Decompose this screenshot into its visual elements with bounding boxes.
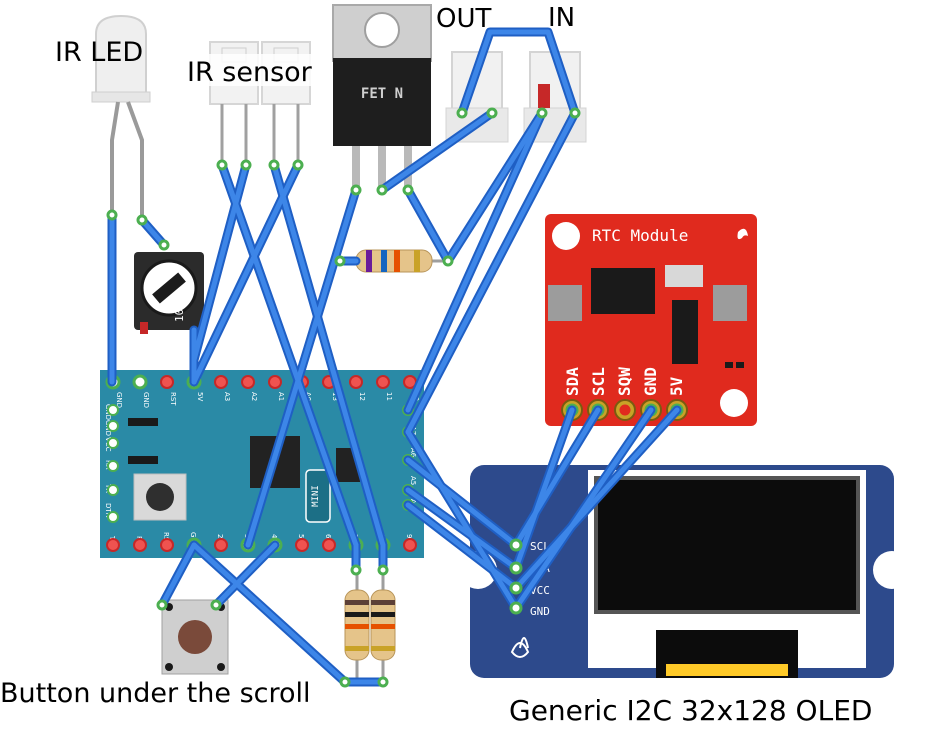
potentiometer: 104 [134,252,204,334]
arduino-bottom-pin-8: 6 [324,534,332,539]
ir-led [91,14,151,220]
arduino-top-pin-4: A3 [223,392,231,401]
arduino-top-pin-1: GND [142,392,150,408]
arduino-right-pin-2: A5 [409,476,417,485]
arduino-mini-label: MINI [311,485,321,507]
wires [106,27,682,688]
resistor-fet [340,249,450,273]
arduino-top-pin-2: RST [169,392,177,406]
arduino-top-pin-9: 12 [358,392,366,401]
button-label: Button under the scroll [0,678,311,709]
arduino-top-pin-3: 5V [196,392,204,401]
out-label: OUT [436,4,491,34]
rtc-pin-5v: 5V [667,376,686,396]
oled-label: Generic I2C 32x128 OLED [509,694,872,727]
push-button [161,599,229,675]
rtc-module: RTC Module [545,214,757,426]
fet-transistor: FET N [332,4,432,186]
arduino-right-pin-1: A6 [409,448,417,458]
arduino-top-pin-0: GND [115,392,123,408]
arduino-bottom-pin-4: 2 [216,534,224,538]
ir-led-label: IR LED [55,37,143,68]
arduino-bottom-pin-6: 4 [270,534,278,539]
arduino-left-pin-5: DTR [104,503,112,518]
in-label: IN [548,3,575,33]
rtc-pin-sqw: SQW [615,367,634,396]
fet-marking: FET N [361,86,403,102]
rtc-pin-sda: SDA [563,367,582,396]
pot-code: 104 [173,302,186,322]
arduino-top-pin-8: 13 [331,392,339,401]
arduino-mini: MINI [100,370,424,558]
arduino-top-pin-5: A2 [250,392,258,401]
rtc-pin-scl: SCL [589,367,608,396]
arduino-bottom-pin-7: 5 [297,534,305,538]
resistors-vertical [344,565,396,680]
oled-pin-gnd: GND [530,605,550,618]
arduino-top-pin-10: 11 [385,392,393,401]
arduino-top-pin-6: A1 [277,392,285,401]
arduino-bottom-pin-11: 9 [405,534,413,538]
rtc-pin-gnd: GND [641,367,660,396]
rtc-pin-labels: SDA SCL SQW GND 5V [563,367,686,396]
rtc-title: RTC Module [592,226,688,245]
ir-sensor-label: IR sensor [187,57,313,88]
